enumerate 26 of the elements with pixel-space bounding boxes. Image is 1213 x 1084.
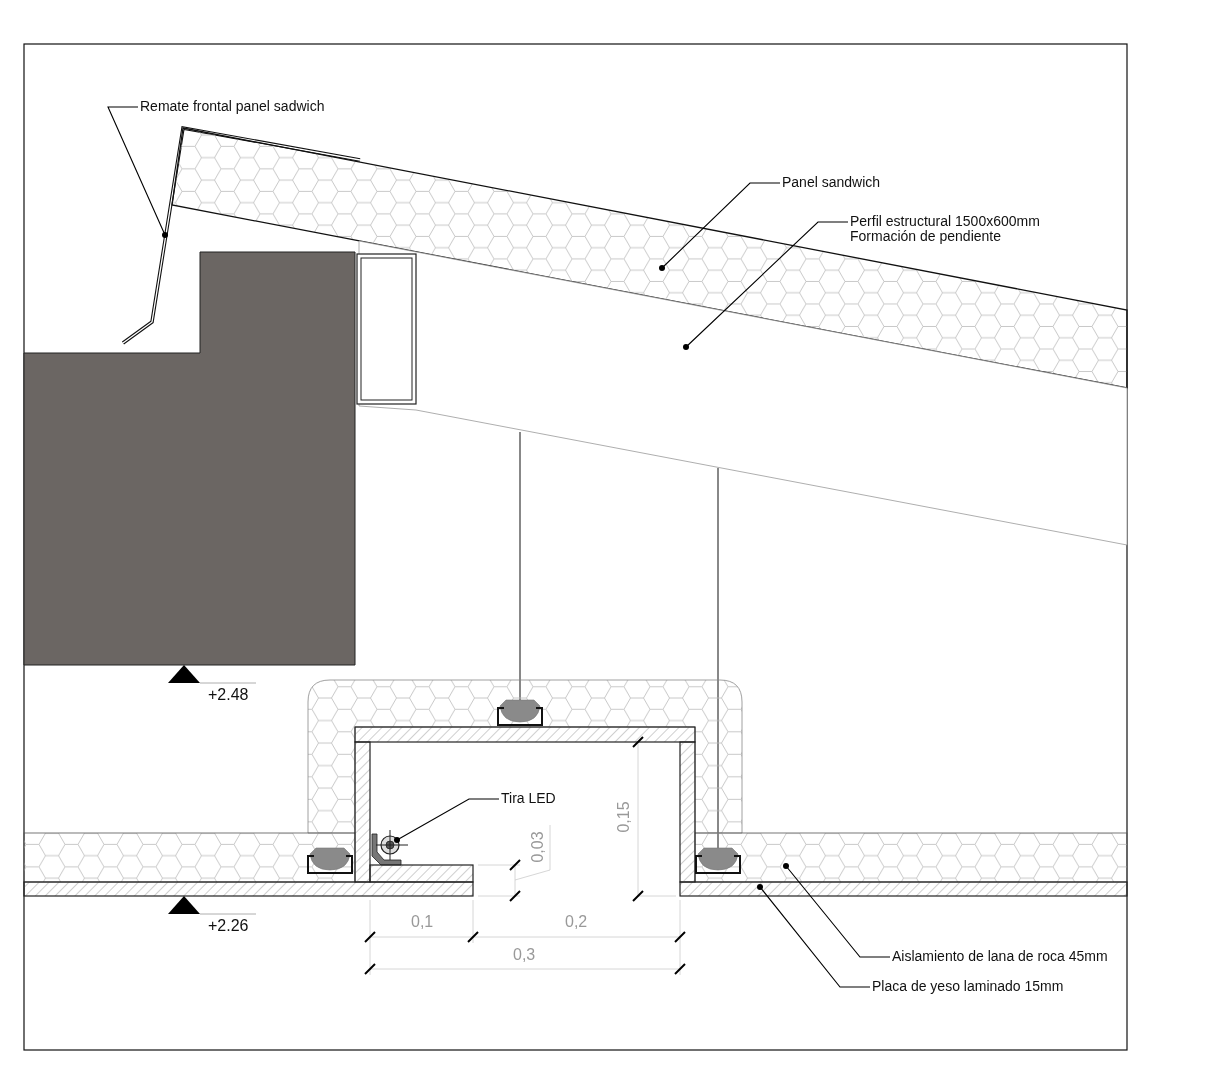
wall-section xyxy=(23,251,356,666)
dimension-label: 0,1 xyxy=(411,913,434,931)
callout-text: Formación de pendiente xyxy=(850,229,1002,244)
leader-line xyxy=(757,884,871,988)
callout-text: Remate frontal panel sadwich xyxy=(140,99,325,114)
sandwich-panel xyxy=(171,127,1128,389)
flashing-strip xyxy=(121,125,361,345)
led-strip-fixture xyxy=(371,829,409,866)
leader-line xyxy=(394,798,500,843)
level-label: +2.48 xyxy=(208,686,249,704)
dimension-label: 0,03 xyxy=(528,831,547,863)
leader-line xyxy=(783,863,891,958)
rock-wool-insulation xyxy=(23,679,1128,883)
level-label: +2.26 xyxy=(208,917,249,935)
callout-text: Placa de yeso laminado 15mm xyxy=(872,979,1064,994)
dimension-label: 0,2 xyxy=(565,913,588,931)
callout-text: Perfil estructural 1500x600mm xyxy=(850,214,1040,229)
plasterboard xyxy=(23,881,1128,897)
callout-text: Aislamiento de lana de roca 45mm xyxy=(892,949,1108,964)
dimension-label: 0,3 xyxy=(513,946,536,964)
leader-line xyxy=(659,182,781,271)
callout-text: Panel sandwich xyxy=(782,175,881,190)
dimension-label: 0,15 xyxy=(614,801,633,833)
leader-line xyxy=(683,221,849,350)
callout-text: Tira LED xyxy=(501,791,556,806)
leader-line xyxy=(107,106,168,238)
